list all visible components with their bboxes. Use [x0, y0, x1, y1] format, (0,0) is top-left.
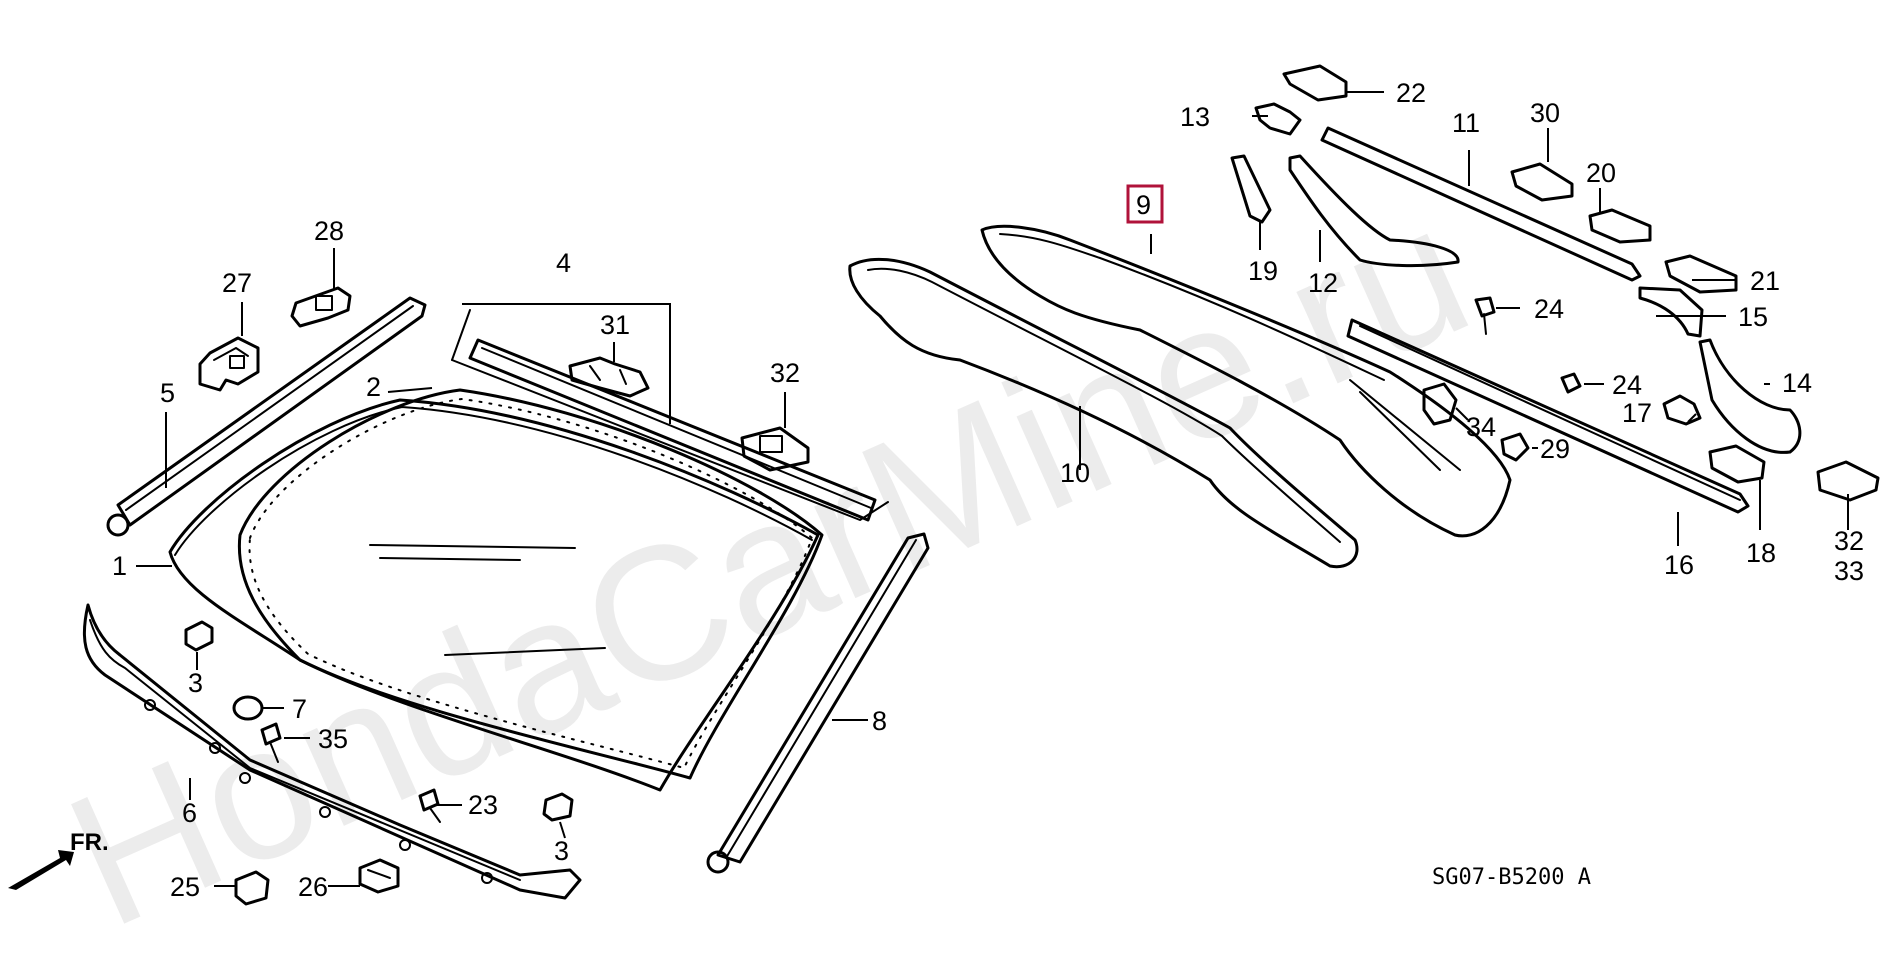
part-14-seal[interactable]	[1698, 338, 1802, 454]
part-19-strip[interactable]	[1230, 154, 1272, 224]
callout-18: 18	[1746, 538, 1776, 568]
callout-1: 1	[112, 551, 127, 581]
callout-32b: 32	[1834, 526, 1864, 556]
callout-24b: 24	[1612, 370, 1642, 400]
part-3-block-upper[interactable]	[184, 620, 214, 652]
callout-12: 12	[1308, 268, 1338, 298]
callout-labels: 1 2 3 3 4 5 6 7 8 9 10 11 12 13 14 15 16…	[112, 78, 1864, 902]
callout-33: 33	[1834, 556, 1864, 586]
part-30-clip[interactable]	[1510, 162, 1574, 202]
part-5-pillar-molding[interactable]	[106, 296, 427, 537]
part-31-clip[interactable]	[568, 356, 650, 398]
callout-34: 34	[1466, 412, 1496, 442]
callout-11: 11	[1452, 108, 1480, 138]
callout-21: 21	[1750, 266, 1780, 296]
part-12-side-frame[interactable]	[1288, 154, 1460, 268]
part-18-clip[interactable]	[1708, 444, 1766, 484]
callout-16: 16	[1664, 550, 1694, 580]
front-direction-arrow: FR.	[8, 829, 109, 890]
callout-10: 10	[1060, 458, 1090, 488]
part-8-side-molding[interactable]	[706, 532, 930, 874]
part-26-clip[interactable]	[358, 858, 400, 894]
part-11-upper-rail[interactable]	[1320, 126, 1642, 282]
part-3-block-lower[interactable]	[542, 792, 574, 822]
callout-31: 31	[600, 310, 630, 340]
part-6-cowl-panel[interactable]	[82, 603, 582, 900]
callout-27: 27	[222, 268, 252, 298]
callout-24a: 24	[1534, 294, 1564, 324]
callout-35: 35	[318, 724, 348, 754]
part-28-clip[interactable]	[290, 286, 352, 328]
part-25-clip[interactable]	[234, 870, 270, 906]
part-20-clip[interactable]	[1588, 208, 1652, 244]
part-15-seal[interactable]	[1638, 286, 1704, 338]
callout-14: 14	[1782, 368, 1812, 398]
callout-26: 26	[298, 872, 328, 902]
callout-7: 7	[292, 694, 307, 724]
part-16-lower-rail[interactable]	[1346, 318, 1750, 514]
part-21-clip[interactable]	[1664, 254, 1738, 294]
callout-25: 25	[170, 872, 200, 902]
part-22-clip[interactable]	[1282, 64, 1348, 102]
watermark-text: HondaCarMine.ru	[40, 164, 1496, 959]
callout-28: 28	[314, 216, 344, 246]
front-direction-label: FR.	[70, 829, 109, 856]
diagram-code: SG07-B5200 A	[1432, 865, 1591, 890]
callout-22: 22	[1396, 78, 1426, 108]
leader-lines	[136, 91, 1849, 887]
part-24-fastener-lower[interactable]	[1560, 372, 1582, 394]
callout-9: 9	[1136, 190, 1151, 220]
part-32-clip-left[interactable]	[740, 426, 810, 472]
callout-17: 17	[1622, 398, 1652, 428]
part-24-fastener-upper[interactable]	[1474, 296, 1496, 335]
callout-32a: 32	[770, 358, 800, 388]
callout-9-highlighted[interactable]: 9	[1126, 184, 1164, 224]
callout-8: 8	[872, 706, 887, 736]
callout-29: 29	[1540, 434, 1570, 464]
callout-3b: 3	[554, 836, 569, 866]
part-27-clip[interactable]	[198, 336, 260, 392]
part-2-windshield-seal[interactable]	[237, 388, 824, 780]
part-9-rear-window-glass[interactable]	[980, 224, 1512, 538]
callout-13: 13	[1180, 102, 1210, 132]
callout-4: 4	[556, 248, 571, 278]
callout-20: 20	[1586, 158, 1616, 188]
callout-6: 6	[182, 798, 197, 828]
part-32-33-clip-right[interactable]	[1816, 460, 1880, 502]
part-13-bracket[interactable]	[1254, 102, 1302, 136]
part-29-clip[interactable]	[1500, 432, 1530, 462]
part-10-rear-seal[interactable]	[848, 257, 1359, 569]
callout-5: 5	[160, 378, 175, 408]
callout-30: 30	[1530, 98, 1560, 128]
callout-15: 15	[1738, 302, 1768, 332]
part-34-clip[interactable]	[1422, 382, 1458, 426]
part-35-screw[interactable]	[260, 722, 282, 763]
callout-3a: 3	[188, 668, 203, 698]
part-17-clip[interactable]	[1662, 394, 1702, 426]
callout-23: 23	[468, 790, 498, 820]
callout-19: 19	[1248, 256, 1278, 286]
callout-2: 2	[366, 372, 381, 402]
